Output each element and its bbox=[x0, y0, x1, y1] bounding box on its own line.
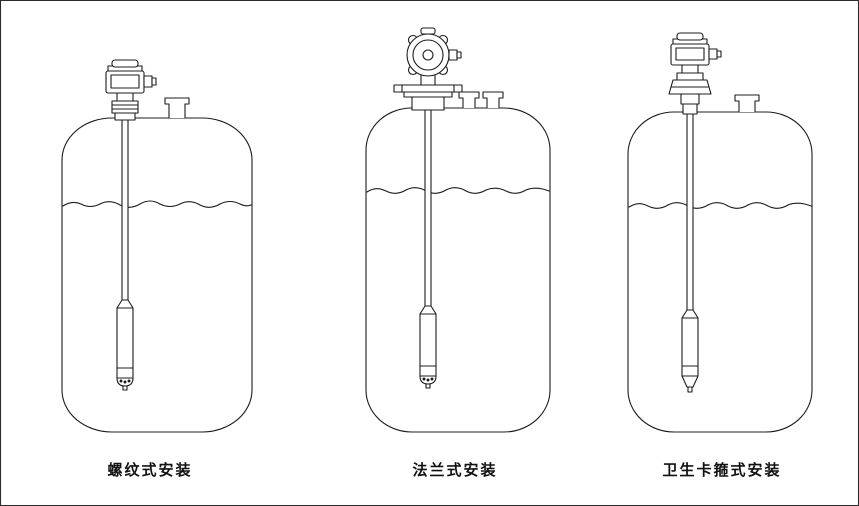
tank-clamp-install bbox=[627, 32, 813, 433]
sensor-cone bbox=[681, 375, 699, 388]
transmitter-neck bbox=[116, 92, 134, 102]
sensor-tip bbox=[425, 383, 431, 389]
transmitter-head-clamp bbox=[668, 32, 722, 115]
housing-cap bbox=[420, 27, 436, 35]
sensor-hole bbox=[426, 378, 430, 382]
sensor-hole bbox=[123, 380, 127, 384]
housing-cap bbox=[111, 59, 139, 68]
flange-gasket bbox=[403, 91, 453, 98]
tank-flange-install bbox=[365, 27, 551, 433]
thread-fitting bbox=[111, 100, 139, 114]
sensor-hole bbox=[422, 377, 426, 381]
flange-plate bbox=[393, 84, 463, 93]
display-window bbox=[675, 47, 705, 61]
sensor-hole bbox=[119, 379, 123, 383]
liquid-level-line bbox=[366, 187, 550, 194]
probe-rod bbox=[121, 116, 129, 303]
tank-threaded-install bbox=[61, 59, 253, 433]
sensor-hole bbox=[430, 377, 434, 381]
display-window bbox=[110, 74, 140, 89]
label-clamp-install: 卫生卡箍式安装 bbox=[662, 463, 782, 479]
cable-gland-cap bbox=[456, 51, 462, 59]
label-flange-install: 法兰式安装 bbox=[412, 463, 498, 479]
spare-nozzle bbox=[164, 97, 190, 119]
cable-gland bbox=[143, 75, 153, 88]
liquid-level-line bbox=[62, 200, 252, 208]
probe-sensor bbox=[681, 309, 699, 393]
sensor-tip bbox=[687, 386, 693, 393]
sensor-tip bbox=[122, 385, 128, 391]
cable-gland bbox=[448, 49, 458, 61]
probe-rod bbox=[686, 110, 694, 311]
transmitter-head-threaded bbox=[105, 59, 157, 121]
vessel-outline bbox=[61, 117, 253, 433]
cable-gland bbox=[708, 48, 718, 60]
upper-ferrule bbox=[676, 72, 704, 81]
housing-cap bbox=[676, 32, 704, 41]
spare-nozzle bbox=[482, 91, 504, 109]
cable-gland-cap bbox=[151, 77, 157, 86]
vessel-outline bbox=[365, 107, 551, 433]
lower-ferrule bbox=[680, 93, 700, 105]
probe-sensor bbox=[116, 299, 134, 391]
cable-gland-cap bbox=[716, 50, 722, 58]
liquid-level-line bbox=[628, 202, 812, 209]
vessel-outline bbox=[627, 111, 813, 433]
spare-nozzle bbox=[458, 91, 480, 109]
probe-rod bbox=[424, 106, 432, 307]
label-threaded-install: 螺纹式安装 bbox=[107, 463, 193, 479]
flange-neck bbox=[411, 96, 445, 111]
spare-nozzle bbox=[734, 94, 760, 113]
transmitter-neck bbox=[681, 64, 699, 74]
probe-sensor bbox=[419, 305, 437, 389]
housing-center bbox=[422, 49, 434, 61]
sensor-body bbox=[419, 313, 437, 377]
transmitter-head-flange bbox=[393, 27, 463, 111]
sensor-hole bbox=[127, 379, 131, 383]
sensor-body bbox=[681, 317, 699, 377]
